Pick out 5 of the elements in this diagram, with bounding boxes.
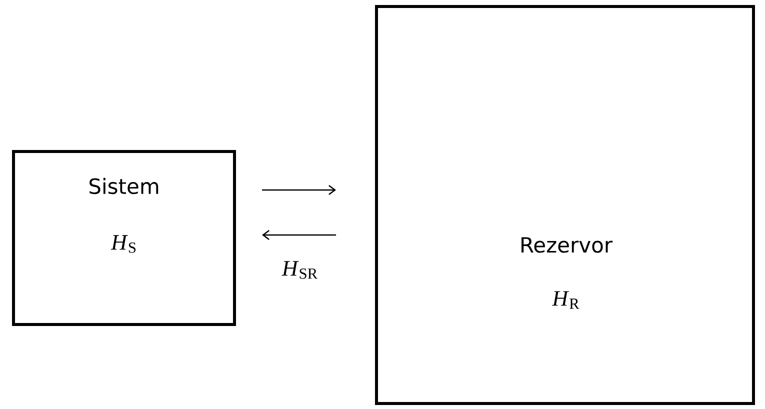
arrow <box>262 184 336 196</box>
arrow <box>262 230 336 240</box>
reservoir-box: Rezervor H$_{R}$ <box>375 5 755 405</box>
edge-label: H$_{SR}$ <box>280 260 320 280</box>
system-box: Sistem H$_{S}$ <box>12 150 236 326</box>
